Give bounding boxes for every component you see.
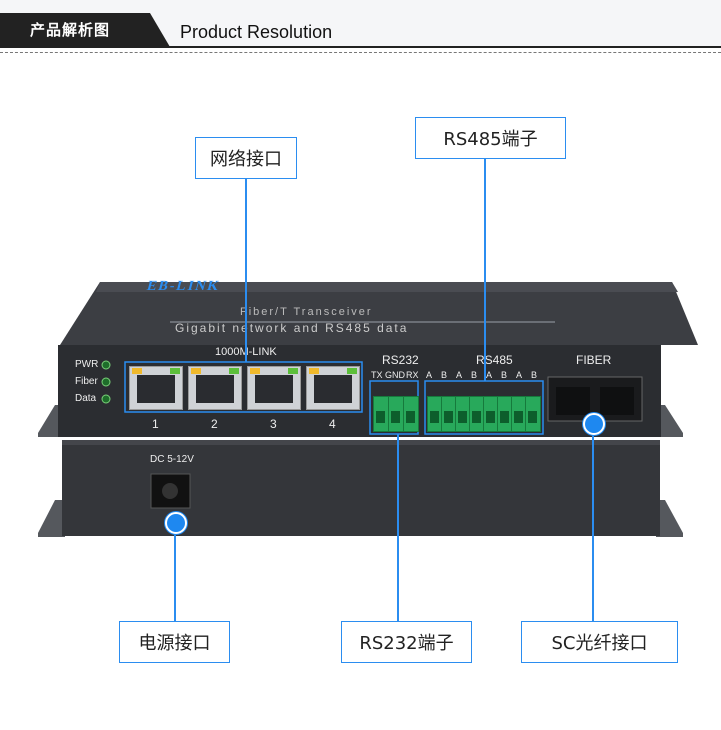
header-dashed-divider <box>0 52 721 53</box>
indicator-label-pwr: PWR <box>75 359 99 370</box>
rs232-pin-rx: RX <box>406 370 419 380</box>
ethernet-port-3 <box>247 366 301 410</box>
port-number-2: 2 <box>211 417 218 431</box>
rs485-pin: B <box>471 370 478 380</box>
rs485-pin: B <box>531 370 538 380</box>
header-tag <box>0 13 170 47</box>
rs485-terminal-block <box>455 396 471 432</box>
ethernet-port-2 <box>188 366 242 410</box>
header-title: Product Resolution <box>180 22 333 42</box>
pwr-led <box>101 360 111 370</box>
header-tag-text: 产品解析图 <box>30 21 111 39</box>
rs485-pin: B <box>501 370 508 380</box>
rs232-terminal-block <box>373 396 389 432</box>
rs232-terminal-block <box>388 396 404 432</box>
indicator-label-fiber: Fiber <box>75 376 98 387</box>
port-number-4: 4 <box>329 417 336 431</box>
callout-sc-fiber-port: SC光纤接口 <box>521 621 678 663</box>
device-top-lid <box>60 282 698 345</box>
port-number-1: 1 <box>152 417 159 431</box>
fiber-led <box>101 377 111 387</box>
power-label: DC 5-12V <box>150 454 194 465</box>
rs485-label: RS485 <box>476 353 513 367</box>
rs485-pin: B <box>441 370 448 380</box>
connector-fiber <box>592 423 594 621</box>
rs232-pin-gnd: GND <box>385 370 405 380</box>
rs485-terminal-block <box>525 396 541 432</box>
rs485-pin: A <box>426 370 433 380</box>
marker-dot-power <box>165 512 187 534</box>
rs232-pin-tx: TX <box>371 370 383 380</box>
connector-rs232 <box>397 434 399 621</box>
mounting-ear-right <box>656 405 683 437</box>
data-led <box>101 394 111 404</box>
header-divider <box>0 46 721 48</box>
device-description: Gigabit network and RS485 data <box>175 321 409 335</box>
rs232-label: RS232 <box>382 353 419 367</box>
port-number-3: 3 <box>270 417 277 431</box>
rs232-terminal-block <box>403 396 419 432</box>
callout-power-port: 电源接口 <box>119 621 230 663</box>
ethernet-port-1 <box>129 366 183 410</box>
ethernet-frame <box>124 361 363 413</box>
connector-network <box>245 178 247 362</box>
connector-power <box>174 521 176 621</box>
callout-network-port: 网络接口 <box>195 137 297 179</box>
marker-dot-fiber <box>583 413 605 435</box>
ethernet-port-4 <box>306 366 360 410</box>
device-subtitle: Fiber/T Transceiver <box>240 306 373 318</box>
rs485-pin: A <box>516 370 523 380</box>
callout-rs485-terminal: RS485端子 <box>415 117 566 159</box>
connector-rs485 <box>484 158 486 381</box>
rs485-pin: A <box>486 370 493 380</box>
brand-logo: EB-LINK <box>145 279 223 294</box>
fiber-label: FIBER <box>576 353 612 367</box>
callout-rs232-terminal: RS232端子 <box>341 621 472 663</box>
indicator-label-data: Data <box>75 393 97 404</box>
rs485-pin: A <box>456 370 463 380</box>
